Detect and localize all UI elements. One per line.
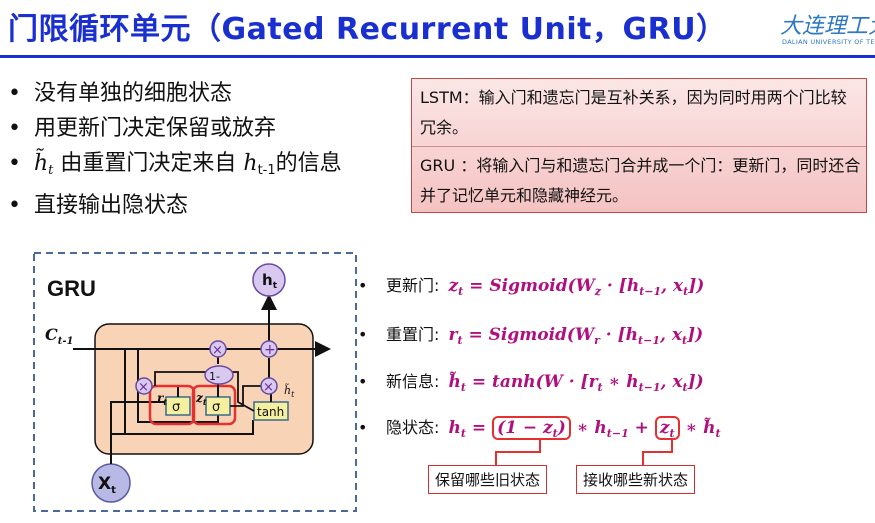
bullet-dot: • bbox=[8, 81, 21, 106]
input-x-label: Xt bbox=[98, 474, 116, 496]
callout-keep-old-state: 保留哪些旧状态 bbox=[428, 465, 548, 494]
gru-cell-diagram: GRU Ct-1 ht Xt σ σ tanh rt zt × × + × 1-… bbox=[33, 252, 357, 512]
times-icon: × bbox=[138, 380, 149, 395]
htilde-var: h̃ bbox=[34, 151, 49, 176]
one-minus-label: 1- bbox=[209, 370, 220, 383]
comparison-note-box: LSTM：输入门和遗忘门是互补关系，因为同时用两个门比较冗余。 GRU ：将输入… bbox=[411, 78, 867, 213]
bullet-item: •h̃t 由重置门决定来自 ht-1的信息 bbox=[8, 146, 342, 188]
reset-sigma: σ bbox=[172, 400, 180, 415]
bullet-dot: • bbox=[8, 116, 21, 141]
input-c-label: Ct-1 bbox=[45, 325, 73, 347]
reset-multiply-node bbox=[135, 377, 153, 395]
one-minus-z-highlight: (1 − zt) bbox=[492, 416, 571, 440]
plus-node bbox=[260, 340, 278, 358]
output-label: ht bbox=[262, 271, 278, 291]
input-wire bbox=[110, 420, 254, 464]
callout-accept-new-state: 接收哪些新状态 bbox=[576, 465, 696, 494]
plus-icon: + bbox=[264, 342, 276, 358]
equation-reset-gate: •重置门: rt = Sigmoid(Wr · [ht−1, xt]) bbox=[358, 325, 704, 347]
bullet-dot: • bbox=[8, 151, 21, 176]
bullet-item: •直接输出隐状态 bbox=[8, 188, 342, 223]
htilde-label: h̃t bbox=[284, 384, 295, 399]
equation-hidden-state: •隐状态: ht = (1 − zt) ∗ ht−1 + zt ∗ h̃t bbox=[358, 416, 721, 440]
candidate-multiply-node bbox=[260, 377, 278, 395]
times-icon: × bbox=[263, 380, 274, 395]
h-prev-var: h bbox=[243, 151, 258, 176]
r-label: rt bbox=[157, 391, 167, 407]
update-to-mult2 bbox=[230, 385, 261, 407]
one-minus-node bbox=[204, 365, 234, 385]
equation-new-info: •新信息: h̃t = tanh(W · [rt ∗ ht−1, xt]) bbox=[358, 372, 704, 394]
update-gate-highlight bbox=[191, 384, 237, 426]
update-sigma: σ bbox=[212, 400, 220, 415]
z-highlight: zt bbox=[654, 416, 680, 440]
output-node bbox=[252, 263, 286, 297]
bullet-item: •用更新门决定保留或放弃 bbox=[8, 111, 342, 146]
bullet-item: •没有单独的细胞状态 bbox=[8, 76, 342, 111]
diagram-frame bbox=[33, 252, 357, 512]
logo-english-text: DALIAN UNIVERSITY OF TEC bbox=[782, 38, 875, 46]
diagram-label: GRU bbox=[47, 276, 96, 301]
bullet-dot: • bbox=[8, 193, 21, 218]
note-lstm: LSTM：输入门和遗忘门是互补关系，因为同时用两个门比较冗余。 bbox=[420, 88, 847, 137]
logo-chinese-text: 大连理工大 bbox=[780, 14, 875, 39]
title-underline bbox=[0, 55, 875, 58]
times-icon: × bbox=[212, 343, 223, 358]
page-title: 门限循环单元（Gated Recurrent Unit，GRU） bbox=[8, 12, 727, 47]
equation-update-gate: •更新门: zt = Sigmoid(Wz · [ht−1, xt]) bbox=[358, 276, 705, 298]
university-logo: 大连理工大 DALIAN UNIVERSITY OF TEC bbox=[780, 8, 875, 52]
tanh-label: tanh bbox=[257, 405, 284, 419]
note-divider bbox=[412, 146, 866, 147]
top-multiply-node bbox=[209, 340, 227, 358]
z-label: zt bbox=[195, 391, 207, 407]
bullet-list: •没有单独的细胞状态 •用更新门决定保留或放弃 •h̃t 由重置门决定来自 ht… bbox=[8, 76, 342, 223]
note-gru: GRU ：将输入门与和遗忘门合并成一个门：更新门，同时还合并了记忆单元和隐藏神经… bbox=[420, 156, 861, 205]
